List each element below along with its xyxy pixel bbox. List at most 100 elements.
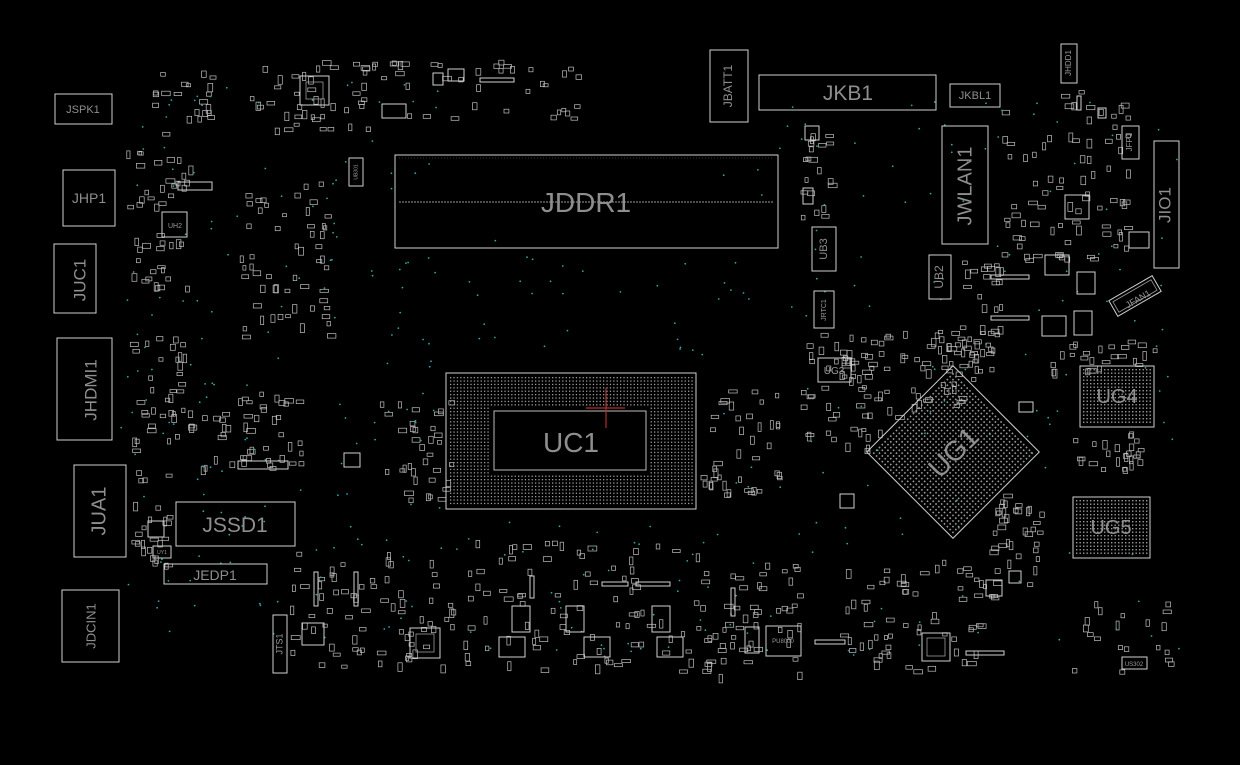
connector-jhdd1[interactable]: JHDD1	[1060, 43, 1078, 84]
bga-ball	[954, 454, 957, 458]
chip-ug5[interactable]: UG5	[1072, 496, 1151, 559]
bga-ball	[1146, 407, 1148, 409]
bga-ball	[1118, 411, 1120, 413]
connector-jkb1[interactable]: JKB1	[758, 74, 937, 111]
bga-ball	[630, 390, 632, 392]
smd-part	[369, 578, 376, 584]
bga-ball	[1002, 440, 1006, 443]
connector-jua1[interactable]: JUA1	[73, 464, 127, 558]
via	[406, 408, 408, 411]
connector-jio1[interactable]: JIO1	[1153, 140, 1180, 269]
connector-jedp1[interactable]: JEDP1	[163, 563, 268, 585]
bga-ball	[552, 502, 554, 505]
bga-ball	[650, 383, 652, 386]
smd-part	[493, 63, 500, 69]
bga-ball	[470, 479, 472, 481]
bga-ball	[528, 394, 530, 396]
smd-part	[159, 240, 166, 246]
smd-part	[646, 623, 657, 628]
bga-ball	[599, 499, 601, 501]
smd-part	[408, 631, 414, 637]
via	[427, 257, 430, 259]
connector-jssd1[interactable]: JSSD1	[175, 501, 296, 547]
connector-jhdmi1[interactable]: JHDMI1	[56, 337, 113, 441]
connector-jfp1[interactable]: JFP1	[1121, 125, 1140, 160]
bga-ball	[538, 377, 540, 379]
chip-uc1[interactable]: UC1	[445, 372, 697, 510]
bga-ball	[1114, 549, 1116, 551]
connector-jts1[interactable]: JTS1	[272, 614, 288, 674]
bga-ball	[592, 475, 595, 477]
chip-ug3[interactable]: UG3	[817, 357, 852, 383]
bga-ball	[467, 394, 469, 396]
bga-ball	[943, 437, 946, 441]
bga-ball	[487, 485, 489, 488]
bga-ball	[643, 496, 646, 498]
chip-pu8000[interactable]: PU8000	[765, 625, 802, 657]
bga-ball	[1093, 383, 1095, 385]
bga-ball	[977, 443, 980, 446]
smd-part	[352, 647, 359, 652]
smd-part	[966, 661, 977, 667]
smd-part	[759, 399, 764, 405]
via	[326, 197, 328, 200]
smd-part	[900, 574, 906, 584]
connector-juc1[interactable]: JUC1	[53, 243, 97, 314]
chip-us302[interactable]: US302	[1121, 656, 1148, 670]
bga-ball	[691, 394, 693, 396]
bga-ball	[484, 421, 486, 423]
connector-jrtc1[interactable]: JRTC1	[813, 290, 835, 329]
bga-ball	[640, 380, 642, 382]
bga-ball	[684, 434, 686, 437]
bga-ball	[691, 475, 693, 477]
bga-ball	[620, 390, 622, 392]
bga-ball	[1104, 372, 1106, 374]
bga-ball	[1132, 386, 1134, 388]
bga-ball	[951, 480, 955, 483]
smd-part	[743, 660, 753, 665]
connector-jwlan1[interactable]: JWLAN1	[941, 125, 989, 245]
bga-ball	[480, 428, 482, 430]
bga-ball	[937, 488, 940, 492]
bga-ball	[1097, 521, 1099, 523]
connector-jkbl1[interactable]: JKBL1	[949, 83, 1001, 108]
connector-jbatt1[interactable]: JBATT1	[709, 49, 749, 123]
connector-jspk1[interactable]: JSPK1	[54, 93, 113, 125]
bga-ball	[514, 479, 516, 481]
connector-jhp1[interactable]: JHP1	[62, 169, 116, 227]
bga-ball	[467, 441, 469, 443]
bga-ball	[463, 411, 465, 413]
bga-ball	[660, 475, 663, 477]
smd-part	[981, 304, 988, 313]
chip-ub2[interactable]: UB2	[928, 254, 952, 300]
bga-ball	[623, 479, 625, 481]
via	[151, 314, 153, 316]
bga-ball	[606, 499, 608, 501]
via	[210, 227, 213, 230]
bga-ball	[1079, 552, 1081, 554]
bga-ball	[643, 394, 646, 396]
bga-ball	[1093, 400, 1095, 402]
bga-ball	[677, 489, 680, 491]
chip-ub3[interactable]: UB3	[811, 226, 837, 272]
smd-part	[319, 298, 329, 304]
smd-part	[999, 503, 1005, 509]
bga-ball	[518, 492, 520, 494]
chip-uy1[interactable]: UY1	[152, 545, 172, 559]
connector-jddr1[interactable]: JDDR1	[394, 154, 779, 249]
chip-uh2[interactable]: UH2	[161, 211, 188, 238]
bga-ball	[1097, 404, 1099, 406]
bga-ball	[681, 489, 683, 491]
connector-jdcin1[interactable]: JDCIN1	[61, 589, 120, 663]
bga-ball	[460, 431, 462, 433]
bga-ball	[1093, 549, 1095, 551]
bga-ball	[900, 457, 904, 460]
via	[899, 517, 902, 520]
bga-ball	[940, 423, 943, 426]
bga-ball	[1146, 393, 1148, 395]
chip-ub301[interactable]: UB301	[348, 157, 364, 187]
bga-ball	[688, 421, 690, 423]
chip-ug4[interactable]: UG4	[1079, 365, 1155, 428]
via	[259, 604, 262, 607]
bga-ball	[480, 424, 482, 426]
